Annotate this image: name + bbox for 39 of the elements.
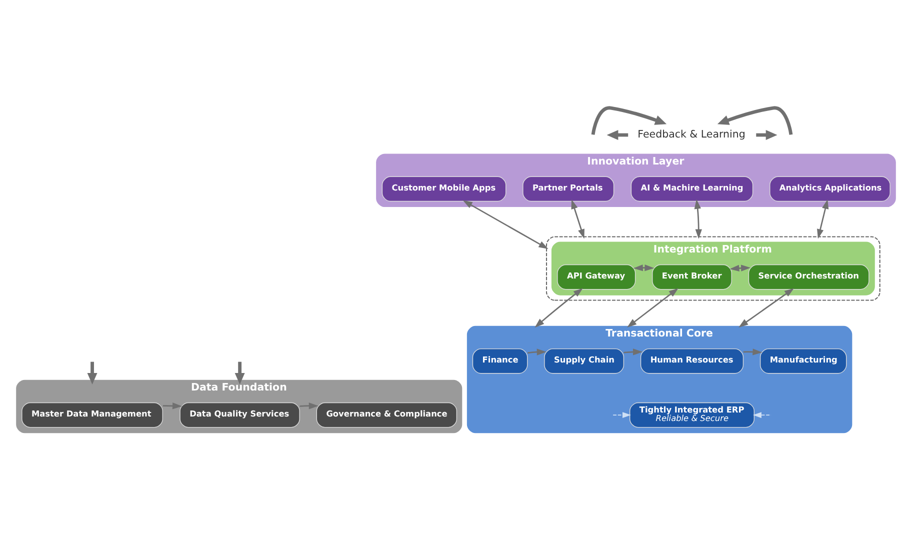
node-box: Partner Portals <box>522 176 614 202</box>
node-box: Customer Mobile Apps <box>382 176 506 202</box>
node-box: Tightly Integrated ERP Reliable & Secure <box>630 402 754 428</box>
node-box: Analytics Applications <box>770 176 890 202</box>
node-box: Data Quality Services <box>180 402 300 428</box>
arrow <box>591 106 667 134</box>
cluster <box>546 236 880 300</box>
arrow <box>627 288 678 327</box>
arrow <box>694 198 702 238</box>
node-box: Supply Chain <box>544 348 624 374</box>
node-box: API Gateway <box>557 264 636 290</box>
arrow <box>752 412 772 418</box>
arrow <box>571 198 584 238</box>
node-box: AI & Machire Learning <box>630 176 754 202</box>
arrow <box>162 402 182 409</box>
arrow <box>234 361 245 384</box>
arrow <box>534 288 583 328</box>
node-box: Manufacturing <box>760 348 847 374</box>
node-box: Finance <box>472 348 528 374</box>
node-box: Governance & Compliance <box>316 402 458 428</box>
node-box: Master Data Management <box>22 402 163 428</box>
arrow <box>738 288 794 327</box>
arrow <box>817 198 829 238</box>
node-box: Service Orchestration <box>748 264 870 290</box>
node-box: Human Resources <box>640 348 744 374</box>
node-text: Feedback & Learning <box>638 128 746 140</box>
arrow <box>633 264 654 271</box>
arrow <box>528 348 546 355</box>
arrow <box>756 129 778 140</box>
arrow <box>717 106 793 134</box>
arrow <box>730 264 751 272</box>
arrow <box>462 200 548 248</box>
arrow <box>606 129 628 140</box>
arrow <box>624 348 643 355</box>
node-box: Event Broker <box>652 264 732 290</box>
arrow <box>612 412 631 418</box>
arrow <box>743 348 762 355</box>
arrow <box>300 402 318 409</box>
arrow <box>87 361 98 384</box>
